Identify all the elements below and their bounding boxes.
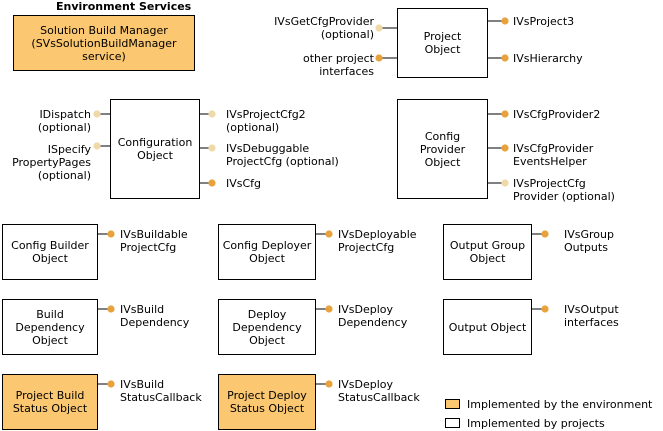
- interface-lollipop-icon: [208, 179, 216, 187]
- object-label: Output Group Object: [449, 239, 526, 265]
- interface-label: IVsProject3: [513, 15, 575, 28]
- object-label: Config Builder Object: [11, 239, 89, 265]
- interface-lollipop-icon: [93, 110, 101, 118]
- object-label: Configuration Object: [117, 136, 193, 162]
- object-label: Project Object: [423, 30, 462, 56]
- interface-label: IVsGroup Outputs: [564, 228, 614, 254]
- project-build-status-object-box: Project Build Status Object: [2, 374, 98, 430]
- output-group-object-box: Output Group Object: [443, 224, 532, 280]
- interface-lollipop-icon: [501, 54, 509, 62]
- legend-label-projects: Implemented by projects: [467, 417, 605, 430]
- interface-label: IVsDeployable ProjectCfg: [338, 228, 417, 254]
- legend-label-environment: Implemented by the environment: [467, 398, 653, 411]
- config-provider-object-box: Config Provider Object: [397, 99, 488, 199]
- interface-lollipop-icon: [541, 230, 549, 238]
- object-label: Project Deploy Status Object: [227, 389, 307, 415]
- legend-swatch-projects: [445, 418, 460, 428]
- interface-label: IVsBuildable ProjectCfg: [120, 228, 188, 254]
- interface-label: IVsBuild Dependency: [120, 303, 190, 329]
- interface-label: IVsCfgProvider2: [513, 108, 601, 121]
- config-builder-object-box: Config Builder Object: [2, 224, 98, 280]
- configuration-object-box: Configuration Object: [110, 99, 200, 199]
- interface-lollipop-icon: [107, 380, 115, 388]
- interface-label: IVsProjectCfg Provider (optional): [513, 177, 615, 203]
- interface-lollipop-icon: [375, 54, 383, 62]
- legend-swatch-environment: [445, 399, 460, 409]
- object-label: Config Deployer Object: [222, 239, 312, 265]
- interface-lollipop-icon: [541, 305, 549, 313]
- interface-label: IVsGetCfgProvider (optional): [274, 15, 374, 41]
- object-label: Project Build Status Object: [12, 389, 88, 415]
- interface-label: IVsProjectCfg2 (optional): [226, 108, 306, 134]
- interface-lollipop-icon: [93, 142, 101, 150]
- build-dependency-object-box: Build Dependency Object: [2, 299, 98, 355]
- interface-lollipop-icon: [501, 17, 509, 25]
- page-title: Environment Services: [56, 0, 192, 13]
- interface-lollipop-icon: [107, 305, 115, 313]
- interface-label: ISpecify PropertyPages (optional): [12, 143, 91, 182]
- project-object-box: Project Object: [397, 8, 488, 78]
- interface-lollipop-icon: [107, 230, 115, 238]
- interface-label: IDispatch (optional): [37, 108, 91, 134]
- object-label: Config Provider Object: [419, 129, 466, 169]
- interface-label: IVsCfgProvider EventsHelper: [513, 142, 594, 168]
- interface-lollipop-icon: [208, 110, 216, 118]
- object-label: Output Object: [448, 320, 527, 334]
- interface-label: IVsDebuggable ProjectCfg (optional): [226, 142, 339, 168]
- interface-label: IVsCfg: [226, 177, 262, 190]
- interface-lollipop-icon: [325, 380, 333, 388]
- interface-lollipop-icon: [501, 144, 509, 152]
- interface-label: IVsDeploy StatusCallback: [338, 378, 420, 404]
- interface-label: IVsOutput interfaces: [564, 303, 619, 329]
- interface-lollipop-icon: [501, 110, 509, 118]
- interface-label: IVsBuild StatusCallback: [120, 378, 202, 404]
- interface-label: IVsDeploy Dependency: [338, 303, 408, 329]
- project-deploy-status-object-box: Project Deploy Status Object: [218, 374, 316, 430]
- interface-lollipop-icon: [501, 179, 509, 187]
- config-deployer-object-box: Config Deployer Object: [218, 224, 316, 280]
- interface-lollipop-icon: [208, 144, 216, 152]
- interface-lollipop-icon: [375, 24, 383, 32]
- interface-label: other project interfaces: [303, 52, 374, 78]
- deploy-dependency-object-box: Deploy Dependency Object: [218, 299, 316, 355]
- object-label: Solution Build Manager (SVsSolutionBuild…: [31, 23, 177, 63]
- object-label: Build Dependency Object: [15, 307, 85, 347]
- interface-lollipop-icon: [325, 305, 333, 313]
- solution-build-manager-box: Solution Build Manager (SVsSolutionBuild…: [13, 15, 195, 71]
- interface-label: IVsHierarchy: [513, 52, 583, 65]
- output-object-box: Output Object: [443, 299, 532, 355]
- object-label: Deploy Dependency Object: [232, 307, 302, 347]
- interface-lollipop-icon: [325, 230, 333, 238]
